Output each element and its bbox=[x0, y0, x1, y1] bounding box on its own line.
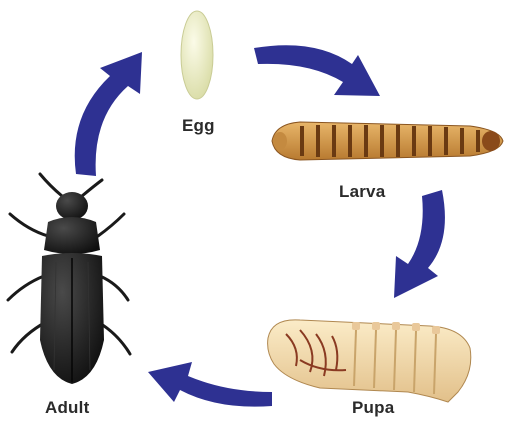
arrow-adult-to-egg bbox=[75, 52, 142, 176]
pupa-label: Pupa bbox=[352, 398, 394, 418]
adult-label: Adult bbox=[45, 398, 89, 418]
arrow-pupa-to-adult bbox=[148, 362, 272, 407]
larva-image bbox=[272, 122, 503, 160]
egg-label: Egg bbox=[182, 116, 215, 136]
larva-label: Larva bbox=[339, 182, 385, 202]
egg-image bbox=[181, 11, 213, 99]
beetle-image bbox=[8, 174, 130, 384]
arrow-larva-to-pupa bbox=[394, 190, 445, 298]
arrow-egg-to-larva bbox=[254, 45, 380, 96]
pupa-image bbox=[268, 320, 471, 402]
